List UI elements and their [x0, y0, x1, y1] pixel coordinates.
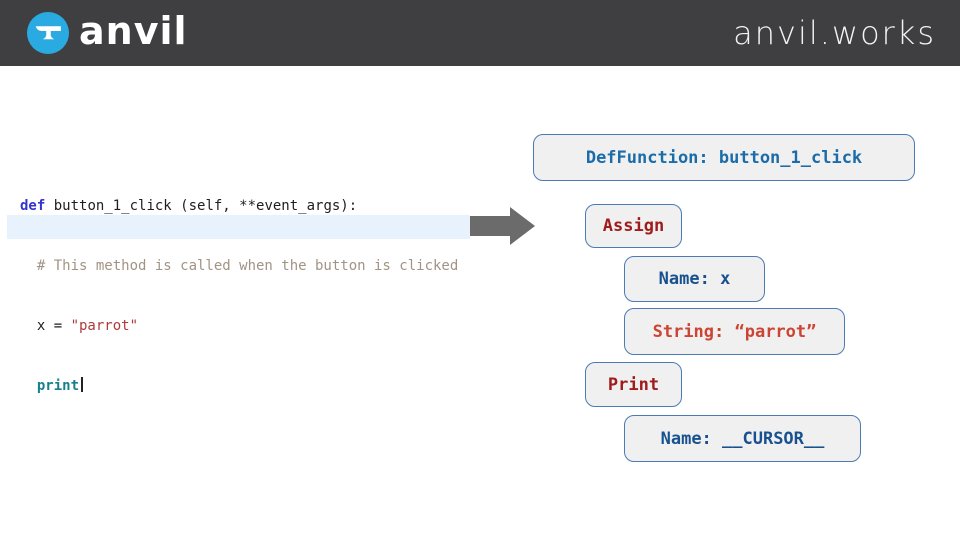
comment-text: # This method is called when the button …	[20, 258, 459, 274]
code-line-assign: x = "parrot"	[20, 316, 458, 336]
keyword-print: print	[36, 378, 80, 394]
anvil-icon	[27, 12, 69, 54]
ast-node-string-parrot: String: “parrot”	[624, 308, 845, 355]
ast-node-deffunction: DefFunction: button_1_click	[533, 134, 915, 181]
ast-node-label: Name: x	[658, 269, 731, 289]
ast-node-label: DefFunction: button_1_click	[585, 147, 863, 168]
code-line-def: def button_1_click (self, **event_args):	[20, 196, 458, 216]
ast-node-name-cursor: Name: __CURSOR__	[624, 415, 861, 462]
ast-node-name-x: Name: x	[624, 256, 765, 302]
code-line-print: print	[20, 376, 458, 396]
text-cursor	[81, 377, 84, 392]
print-indent	[20, 378, 37, 394]
ast-node-print: Print	[585, 362, 682, 407]
def-signature: button_1_click (self, **event_args):	[45, 198, 358, 214]
ast-node-label: String: “parrot”	[652, 321, 817, 342]
brand-name: anvil	[79, 9, 188, 53]
active-line-highlight	[7, 215, 470, 239]
right-arrow-icon	[470, 207, 536, 245]
anvil-logo: anvil	[27, 12, 188, 54]
site-name: anvil.works	[733, 14, 936, 52]
header-bar: anvil anvil.works	[0, 0, 960, 66]
keyword-def: def	[20, 198, 46, 214]
ast-node-label: Assign	[602, 216, 665, 236]
code-snippet: def button_1_click (self, **event_args):…	[20, 156, 458, 416]
string-literal: "parrot"	[70, 318, 139, 334]
ast-node-label: Name: __CURSOR__	[660, 428, 825, 449]
assign-code: x =	[20, 318, 71, 334]
ast-node-label: Print	[607, 374, 660, 395]
ast-node-assign: Assign	[585, 204, 682, 248]
code-line-comment: # This method is called when the button …	[20, 256, 458, 276]
